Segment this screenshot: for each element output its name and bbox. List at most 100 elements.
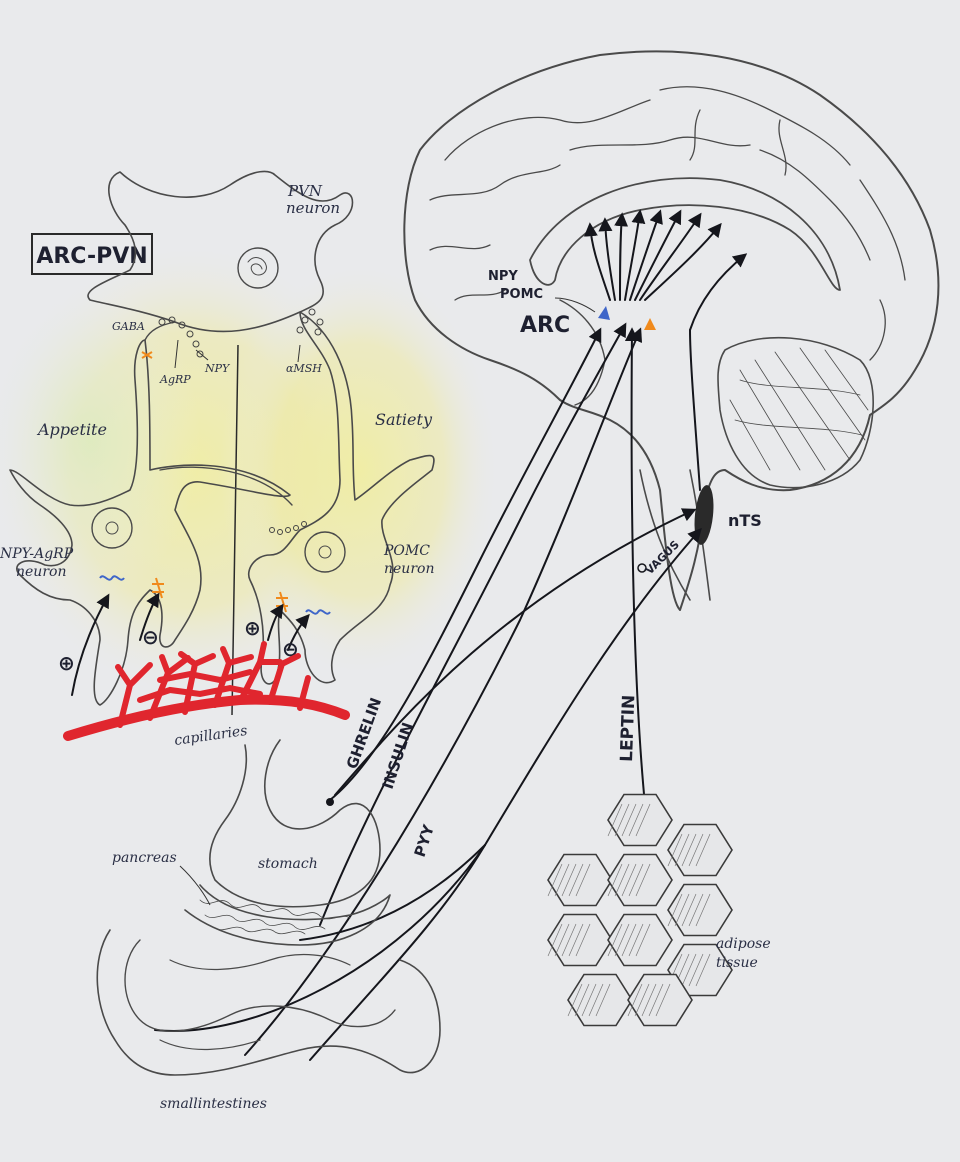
adipocyte-hatch (561, 923, 577, 957)
pomc-nucleolus (318, 545, 332, 559)
npy-pointer (195, 349, 209, 361)
stimulus-arrow-right (267, 603, 284, 641)
gaba-label: GABA (112, 320, 145, 333)
gaba-synapse-dots (158, 316, 204, 358)
npy-agrp-label-line1: NPY-AgRP (0, 546, 74, 562)
pvn-nucleus (237, 247, 279, 289)
pomc-label-line2: neuron (384, 561, 434, 577)
adipocyte-hatch (635, 863, 651, 897)
brain: NPY POMC ARC nTS (403, 50, 940, 611)
adipocyte-hatch (667, 833, 683, 867)
adipocyte-hatch (621, 923, 637, 957)
adipocyte-hatch (614, 923, 630, 957)
pancreas-pointer (179, 865, 211, 906)
adipocyte-hatch (607, 923, 623, 957)
adipocyte-hatch (641, 983, 657, 1017)
stomach-label: stomach (258, 856, 318, 872)
orange-inhibit-mark (141, 351, 153, 359)
orange-receptor-left (152, 577, 164, 599)
adipocyte-cell (607, 793, 673, 847)
adipocyte-hatch (575, 863, 591, 897)
agrp-pointer (174, 339, 179, 369)
adipocyte-hatch (575, 923, 591, 957)
adipocyte-hatch (667, 893, 683, 927)
npy-agrp-label-line2: neuron (16, 564, 66, 580)
adipocyte-hatch (628, 923, 644, 957)
blue-receptor-left (99, 575, 125, 581)
npy-pomc-synapse-dots (269, 521, 307, 535)
brain-pomc-label: POMC (500, 287, 543, 302)
adipose-label-line1: adipose (716, 936, 771, 952)
inhibit-arrow-right (287, 613, 310, 651)
arc-orange-marker (644, 318, 656, 330)
leptin-path (624, 327, 646, 806)
arc-projection-fan (583, 209, 748, 491)
npy-agrp-nucleolus (105, 521, 119, 535)
insulin-path (319, 322, 627, 926)
adipocyte-hatch (648, 983, 664, 1017)
adipocyte-cell (607, 853, 673, 907)
vagus-path (484, 527, 702, 846)
background-washes (0, 240, 500, 700)
adipocyte-hatch (681, 893, 697, 927)
adipocyte-hatch (695, 833, 711, 867)
pomc-nucleus (304, 531, 346, 573)
pvn-label-line1: PVN (287, 182, 323, 200)
brain-outline (403, 50, 940, 611)
adipocyte-hatch (568, 923, 584, 957)
plus-sign-left: ⊕ (58, 651, 75, 675)
adipocyte-hatch (695, 953, 711, 987)
stomach-outline (209, 739, 381, 908)
pyy-path-lower-3 (299, 844, 486, 941)
appetite-label: Appetite (36, 420, 107, 439)
intestine-inner-2 (169, 953, 351, 971)
adipocyte-hatch (607, 803, 623, 837)
adipocyte-hatch (547, 863, 563, 897)
arc-pvn-label: ARC-PVN (36, 244, 147, 269)
adipocyte-hatch (628, 803, 644, 837)
adipocyte-hatch (588, 983, 604, 1017)
ghrelin-label: GHRELIN (343, 695, 385, 771)
stimulus-arrow-left (71, 593, 110, 696)
amsh-label: αMSH (286, 362, 322, 375)
arc-label: ARC (520, 313, 570, 338)
adipocyte-hatch (568, 863, 584, 897)
adipocyte-cell (607, 913, 673, 967)
adipocyte-cell (547, 913, 613, 967)
adipocyte-hatch (655, 983, 671, 1017)
npy-small-label: NPY (204, 362, 231, 375)
green-wash (0, 280, 200, 600)
pyy-path-to-arc (244, 327, 643, 1056)
adipocyte-hatch (688, 953, 704, 987)
pancreas-label: pancreas (112, 850, 177, 866)
satiety-label: Satiety (375, 410, 433, 429)
pancreas-texture (199, 899, 351, 935)
pomc-body (248, 311, 435, 685)
adipocyte-hatch (635, 923, 651, 957)
inhibit-arrow-left (139, 592, 160, 641)
adipocyte-hatch (547, 923, 563, 957)
amsh-pointer (297, 344, 301, 363)
ghrelin-source-dot (326, 798, 334, 806)
adipocyte-hatch (695, 893, 711, 927)
intestine-inner-3 (159, 1039, 261, 1051)
adipocyte-hatch (635, 803, 651, 837)
plus-sign-right: ⊕ (244, 616, 261, 640)
pvn-neuron-body (87, 170, 354, 333)
adipocyte-hatch (581, 983, 597, 1017)
adipocyte-hatch (567, 983, 583, 1017)
npy-agrp-body (9, 339, 291, 706)
pvn-neuron: PVN neuron (87, 170, 354, 333)
adipocyte-cell (667, 823, 733, 877)
gi-tract: pancreas stomach smallintestines (96, 739, 441, 1112)
arc-blue-marker (598, 306, 610, 320)
capillary-base (63, 694, 350, 741)
intestine-inner-1 (124, 939, 396, 1032)
nts-label: nTS (728, 511, 762, 530)
adipocyte-hatch (574, 983, 590, 1017)
adipocyte-hatch (621, 863, 637, 897)
ghrelin-path-to-nts (334, 508, 697, 796)
arc-pvn-frame (31, 233, 153, 275)
pomc-neuron: αMSH Satiety POMC neuron ⊕ ⊖ (159, 308, 435, 685)
